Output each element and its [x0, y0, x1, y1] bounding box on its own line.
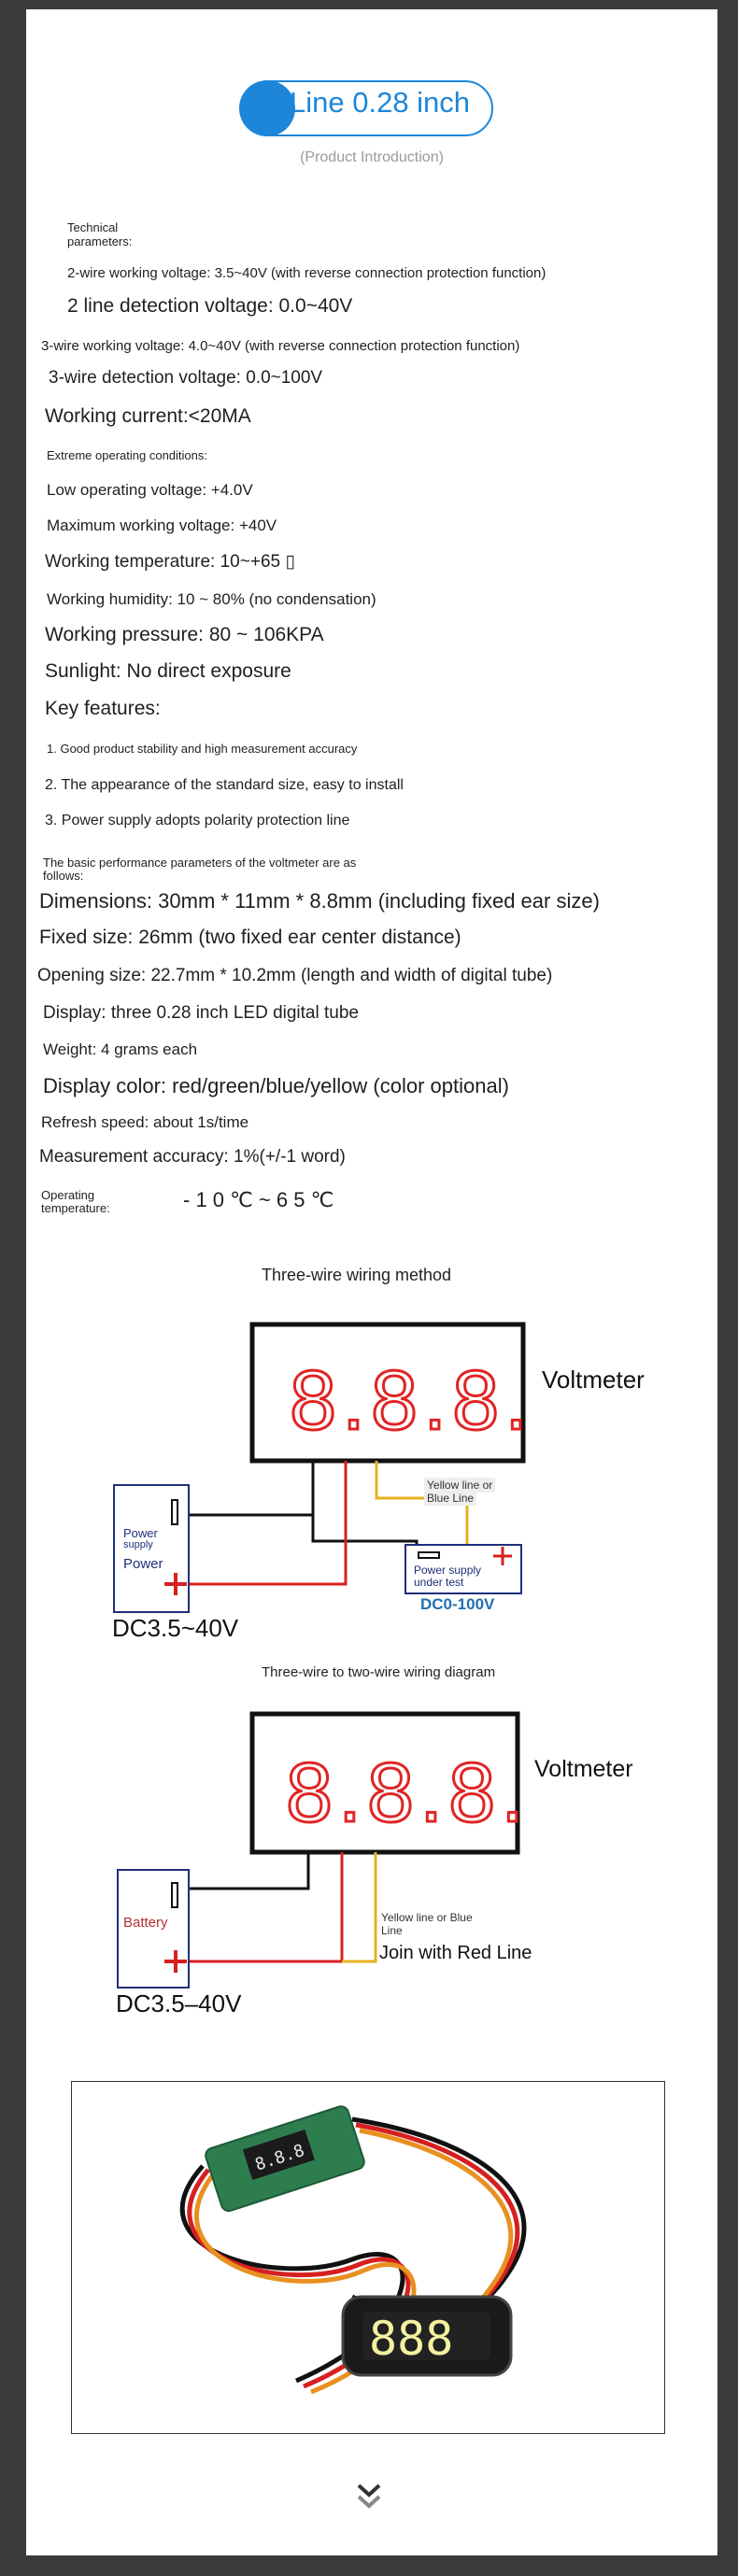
spec-two-wire-voltage: 2-wire working voltage: 3.5~40V (with re…: [67, 265, 546, 281]
test-supply-label-2: under test: [414, 1576, 464, 1589]
operating-temp-label-line2: temperature:: [41, 1201, 110, 1215]
two-wire-caption: Three-wire to two-wire wiring diagram: [262, 1664, 496, 1680]
yellow-line-label-2: Blue Line: [424, 1491, 477, 1506]
spec-display-color: Display color: red/green/blue/yellow (co…: [43, 1074, 509, 1097]
title-block: Line 0.28 inch: [26, 71, 717, 146]
spec-three-wire-voltage: 3-wire working voltage: 4.0~40V (with re…: [41, 338, 520, 354]
plus-terminal-icon: [164, 1573, 187, 1595]
battery-plus-icon: [164, 1950, 187, 1973]
voltmeter-body-2: [249, 1711, 520, 1855]
page-title: Line 0.28 inch: [290, 86, 471, 119]
spec-two-line-detection: 2 line detection voltage: 0.0~40V: [67, 295, 353, 317]
technical-label-line2: parameters:: [67, 234, 133, 248]
red-wire-supply: [173, 1461, 348, 1586]
power-label-3: Power: [123, 1556, 163, 1572]
spec-accuracy: Measurement accuracy: 1%(+/-1 word): [39, 1147, 346, 1167]
spec-display: Display: three 0.28 inch LED digital tub…: [43, 1003, 359, 1023]
page-subtitle: (Product Introduction): [300, 149, 444, 165]
double-chevron-down-icon[interactable]: [355, 2480, 383, 2513]
spec-working-pressure: Working pressure: 80 ~ 106KPA: [45, 624, 324, 645]
led-display-text-2: 8.8.8.: [286, 1747, 530, 1840]
spec-working-humidity: Working humidity: 10 ~ 80% (no condensat…: [47, 590, 376, 608]
spec-working-current: Working current:<20MA: [45, 405, 251, 427]
feature-item-1: 1. Good product stability and high measu…: [47, 742, 358, 756]
yellow-wire-2: [342, 1852, 377, 1963]
yellow-line-2-label-1: Yellow line or Blue: [381, 1911, 473, 1924]
voltmeter-label-2: Voltmeter: [534, 1756, 633, 1782]
product-page: Line 0.28 inch (Product Introduction) Te…: [26, 9, 717, 2555]
spec-weight: Weight: 4 grams each: [43, 1040, 198, 1058]
basic-params-line2: follows:: [43, 869, 84, 883]
spec-sunlight: Sunlight: No direct exposure: [45, 660, 291, 682]
power-label-1: Power: [123, 1526, 158, 1540]
product-photo: 8.8.8 888: [71, 2081, 665, 2434]
technical-label-line1: Technical: [67, 220, 119, 234]
three-wire-caption: Three-wire wiring method: [262, 1266, 452, 1284]
operating-temp-label-line1: Operating: [41, 1188, 95, 1202]
three-wire-diagram: 8.8.8.: [113, 1322, 533, 1613]
supply-range-label: DC3.5~40V: [112, 1614, 239, 1642]
spec-opening-size: Opening size: 22.7mm * 10.2mm (length an…: [37, 966, 553, 985]
black-wire-2: [183, 1852, 310, 1890]
power-label-2: supply: [123, 1539, 153, 1550]
supply-range-label-2: DC3.5–40V: [116, 1989, 242, 2017]
yellow-line-2-label-2: Line: [381, 1924, 403, 1937]
test-plus-icon: [493, 1547, 512, 1565]
feature-item-2: 2. The appearance of the standard size, …: [45, 777, 404, 793]
yellow-line-label-1: Yellow line or: [424, 1478, 496, 1493]
battery-label: Battery: [123, 1915, 168, 1931]
join-red-line-label: Join with Red Line: [379, 1943, 532, 1963]
voltmeter-label: Voltmeter: [542, 1366, 645, 1394]
led-display-text: 8.8.8.: [290, 1354, 533, 1448]
spec-key-features: Key features:: [45, 698, 161, 719]
test-minus-icon: [418, 1551, 440, 1559]
spec-working-temperature: Working temperature: 10~+65 ▯: [45, 552, 295, 572]
battery-minus-icon: [171, 1882, 178, 1908]
spec-low-voltage: Low operating voltage: +4.0V: [47, 481, 253, 499]
spec-three-wire-detection: 3-wire detection voltage: 0.0~100V: [49, 368, 323, 388]
test-range-label: DC0-100V: [420, 1595, 495, 1613]
yellow-wire-test: [375, 1461, 469, 1549]
feature-item-3: 3. Power supply adopts polarity protecti…: [45, 813, 350, 828]
spec-fixed-size: Fixed size: 26mm (two fixed ear center d…: [39, 927, 461, 948]
spec-refresh-speed: Refresh speed: about 1s/time: [41, 1113, 249, 1131]
red-wire-2: [183, 1852, 344, 1963]
spec-max-voltage: Maximum working voltage: +40V: [47, 517, 277, 534]
operating-temp-value: - 1 0 ℃ ~ 6 5 ℃: [183, 1188, 334, 1211]
front-display-text: 888: [369, 2312, 453, 2366]
product-illustration: 8.8.8 888: [179, 2105, 527, 2395]
title-circle-icon: [239, 80, 295, 136]
test-supply-label-1: Power supply: [414, 1564, 482, 1577]
voltmeter-body: [249, 1322, 526, 1464]
two-wire-diagram: 8.8.8.: [117, 1711, 530, 1989]
basic-params-line1: The basic performance parameters of the …: [43, 856, 357, 870]
spec-dimensions: Dimensions: 30mm * 11mm * 8.8mm (includi…: [39, 889, 600, 913]
spec-extreme-conditions: Extreme operating conditions:: [47, 448, 207, 462]
minus-terminal-icon: [171, 1499, 178, 1525]
